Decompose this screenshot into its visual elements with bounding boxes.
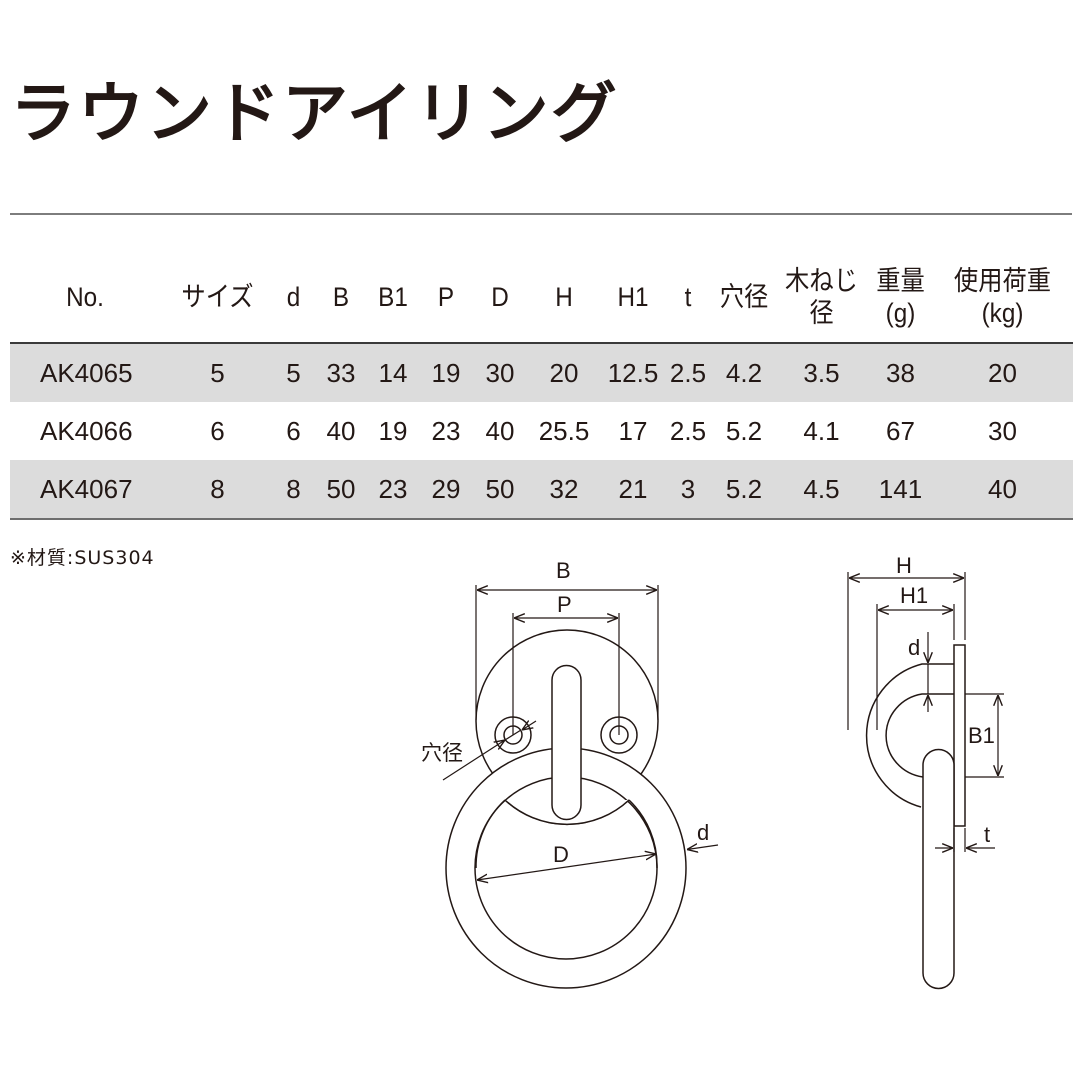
label-h: H — [896, 553, 912, 578]
col-header-h1: H1 — [606, 252, 660, 344]
side-shank — [922, 748, 955, 990]
label-dia: D — [553, 842, 569, 867]
cell-load: 20 — [932, 343, 1073, 402]
cell-b: 33 — [312, 343, 370, 402]
cell-size: 8 — [160, 460, 275, 520]
front-view-drawing — [442, 585, 719, 989]
spec-table: No. サイズ d B B1 P D H H1 t 穴径 木ねじ径 重量(g) … — [10, 252, 1073, 520]
col-header-no: No. — [17, 252, 153, 344]
table-row: AK4065 5 5 33 14 19 30 20 12.5 2.5 4.2 3… — [10, 343, 1073, 402]
cell-b: 40 — [326, 415, 356, 446]
label-d-front: d — [697, 820, 709, 845]
cell-t: 2.5 — [669, 415, 707, 446]
cell-b1: 14 — [370, 343, 416, 402]
cell-model: AK4065 — [10, 343, 160, 402]
dim-dia-line — [477, 854, 656, 880]
cell-d: 5 — [275, 343, 312, 402]
cell-size: 5 — [160, 343, 275, 402]
col-header-b1: B1 — [372, 252, 414, 344]
title-divider — [10, 213, 1072, 215]
cell-screw-dia: 4.1 — [803, 415, 840, 446]
plate-arc-inside-ring — [504, 799, 630, 826]
cell-screw-dia: 3.5 — [774, 343, 869, 402]
col-header-hole-dia: 穴径 — [717, 252, 771, 344]
col-header-load: 使用荷重(kg) — [939, 252, 1066, 344]
col-header-screw-dia: 木ねじ径 — [778, 252, 865, 344]
eye-outer-arc — [865, 663, 954, 808]
cell-d: 8 — [275, 460, 312, 520]
cell-b1: 23 — [370, 460, 416, 520]
cell-h1: 17 — [618, 415, 648, 446]
cell-h1: 12.5 — [604, 343, 662, 402]
cell-p: 19 — [416, 343, 476, 402]
table-header-row: No. サイズ d B B1 P D H H1 t 穴径 木ねじ径 重量(g) … — [10, 252, 1073, 344]
label-b1: B1 — [968, 723, 995, 748]
cell-d: 6 — [286, 415, 301, 446]
col-header-b: B — [314, 252, 368, 344]
col-header-size: サイズ — [165, 252, 270, 344]
label-b: B — [556, 558, 571, 583]
side-view-labels: H H1 d B1 t — [896, 553, 995, 847]
cell-dia: 50 — [476, 460, 524, 520]
cell-h1: 21 — [604, 460, 662, 520]
hole-dia-leader — [442, 740, 505, 781]
ring-outer — [445, 747, 687, 989]
label-h1: H1 — [900, 583, 928, 608]
dim-d-front-line — [687, 845, 719, 850]
col-header-t: t — [664, 252, 712, 344]
right-hole-inner — [609, 725, 629, 745]
cell-t: 2.5 — [662, 343, 714, 402]
cell-load: 30 — [988, 415, 1017, 446]
label-hole-dia: 穴径 — [421, 741, 463, 765]
cell-t: 3 — [662, 460, 714, 520]
cell-h: 25.5 — [538, 415, 590, 446]
label-t: t — [984, 822, 990, 847]
cell-screw-dia: 4.5 — [774, 460, 869, 520]
table-row: AK4067 8 8 50 23 29 50 32 21 3 5.2 4.5 1… — [10, 460, 1073, 520]
cell-weight: 67 — [886, 415, 915, 446]
cell-b: 50 — [312, 460, 370, 520]
cell-model: AK4067 — [10, 460, 160, 520]
cell-load: 40 — [932, 460, 1073, 520]
label-d-side: d — [908, 635, 920, 660]
cell-h: 20 — [524, 343, 604, 402]
eye-inner-arc — [885, 693, 954, 778]
eye-shank — [551, 664, 582, 821]
material-note: ※材質:SUS304 — [10, 547, 155, 569]
cell-hole-dia: 4.2 — [714, 343, 774, 402]
cell-dia: 30 — [476, 343, 524, 402]
table-row: AK4066 6 6 40 19 23 40 25.5 17 2.5 5.2 4… — [10, 402, 1073, 460]
cell-p: 29 — [416, 460, 476, 520]
side-view-drawing — [847, 572, 1004, 990]
cell-h: 32 — [524, 460, 604, 520]
front-view-labels: B P D d 穴径 — [421, 558, 709, 867]
cell-weight: 141 — [869, 460, 932, 520]
col-header-dia: D — [478, 252, 522, 344]
cell-weight: 38 — [869, 343, 932, 402]
left-hole-inner — [503, 725, 523, 745]
left-hole-outer — [494, 716, 532, 754]
col-header-p: P — [419, 252, 473, 344]
base-plate-outline — [475, 629, 659, 813]
right-hole-outer — [600, 716, 638, 754]
col-header-h: H — [528, 252, 600, 344]
ring-inner — [474, 776, 658, 960]
col-header-d: d — [276, 252, 311, 344]
page-title: ラウンドアイリング — [10, 75, 619, 152]
cell-model: AK4066 — [40, 415, 133, 446]
cell-b1: 19 — [378, 415, 408, 446]
cell-dia: 40 — [485, 415, 515, 446]
cell-hole-dia: 5.2 — [725, 415, 763, 446]
label-p: P — [557, 592, 572, 617]
cell-hole-dia: 5.2 — [714, 460, 774, 520]
col-header-weight: 重量(g) — [872, 252, 929, 344]
cell-p: 23 — [431, 415, 461, 446]
side-plate — [953, 644, 966, 827]
cell-size: 6 — [210, 415, 225, 446]
